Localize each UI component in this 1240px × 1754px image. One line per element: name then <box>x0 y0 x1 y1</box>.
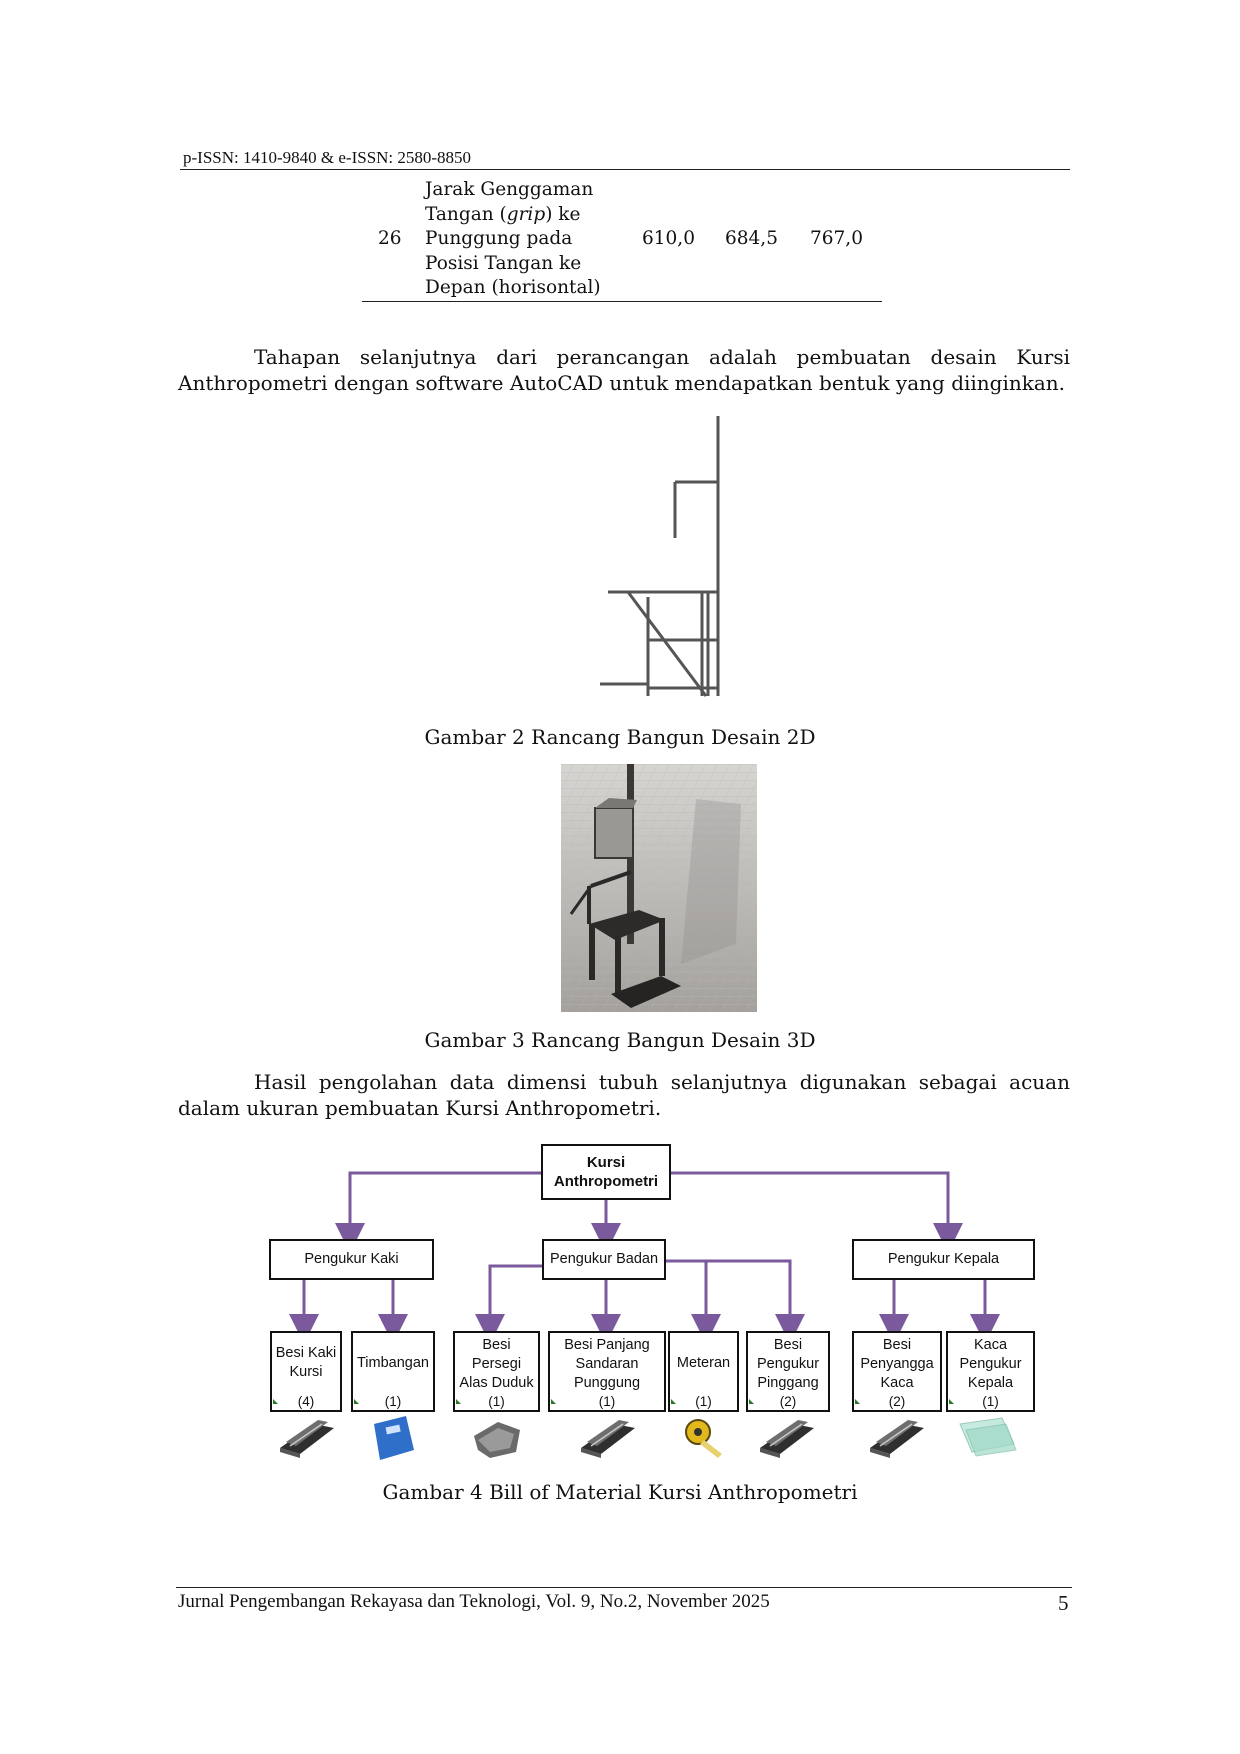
design-2d-drawing <box>600 416 720 697</box>
paragraph-dimensions: Hasil pengolahan data dimensi tubuh sela… <box>178 1070 1070 1120</box>
journal-footer: Jurnal Pengembangan Rekayasa dan Teknolo… <box>178 1591 770 1612</box>
footer-rule <box>176 1587 1072 1588</box>
figure2-caption: Gambar 2 Rancang Bangun Desain 2D <box>424 725 816 749</box>
value-min: 610,0 <box>642 228 695 249</box>
bom-item-meteran: Meteran (1) <box>668 1331 739 1412</box>
value-mid: 684,5 <box>725 228 778 249</box>
table-row: 26 Jarak Genggaman Tangan (grip) ke Pung… <box>360 178 880 300</box>
bom-group-pengukur-badan: Pengukur Badan <box>542 1239 666 1280</box>
page-number: 5 <box>1058 1591 1069 1615</box>
figure3-caption: Gambar 3 Rancang Bangun Desain 3D <box>424 1028 816 1052</box>
scale-icon <box>374 1416 414 1460</box>
steel-profile-icon <box>760 1420 814 1458</box>
bom-group-pengukur-kepala: Pengukur Kepala <box>852 1239 1035 1280</box>
glass-panel-icon <box>959 1417 1017 1457</box>
steel-profile-icon <box>581 1420 635 1458</box>
figure4-caption: Gambar 4 Bill of Material Kursi Anthropo… <box>382 1480 858 1504</box>
row-description: Jarak Genggaman Tangan (grip) ke Punggun… <box>425 179 601 298</box>
bom-root-box: Kursi Anthropometri <box>541 1144 671 1200</box>
paragraph-autocad: Tahapan selanjutnya dari perancangan ada… <box>178 345 1070 395</box>
bom-connectors <box>289 1171 1000 1344</box>
row-number: 26 <box>378 228 402 249</box>
design-3d-render <box>561 764 757 1012</box>
tape-measure-icon <box>685 1419 722 1458</box>
bom-group-pengukur-kaki: Pengukur Kaki <box>269 1239 434 1280</box>
value-max: 767,0 <box>810 228 863 249</box>
header-rule <box>180 169 1070 170</box>
steel-profile-icon <box>280 1420 334 1458</box>
issn-header: p-ISSN: 1410-9840 & e-ISSN: 2580-8850 <box>183 148 472 167</box>
table-bottom-rule <box>362 301 882 302</box>
steel-profile-icon <box>870 1420 924 1458</box>
bom-item-timbangan: Timbangan (1) <box>351 1331 435 1412</box>
steel-plate-icon <box>474 1422 520 1458</box>
